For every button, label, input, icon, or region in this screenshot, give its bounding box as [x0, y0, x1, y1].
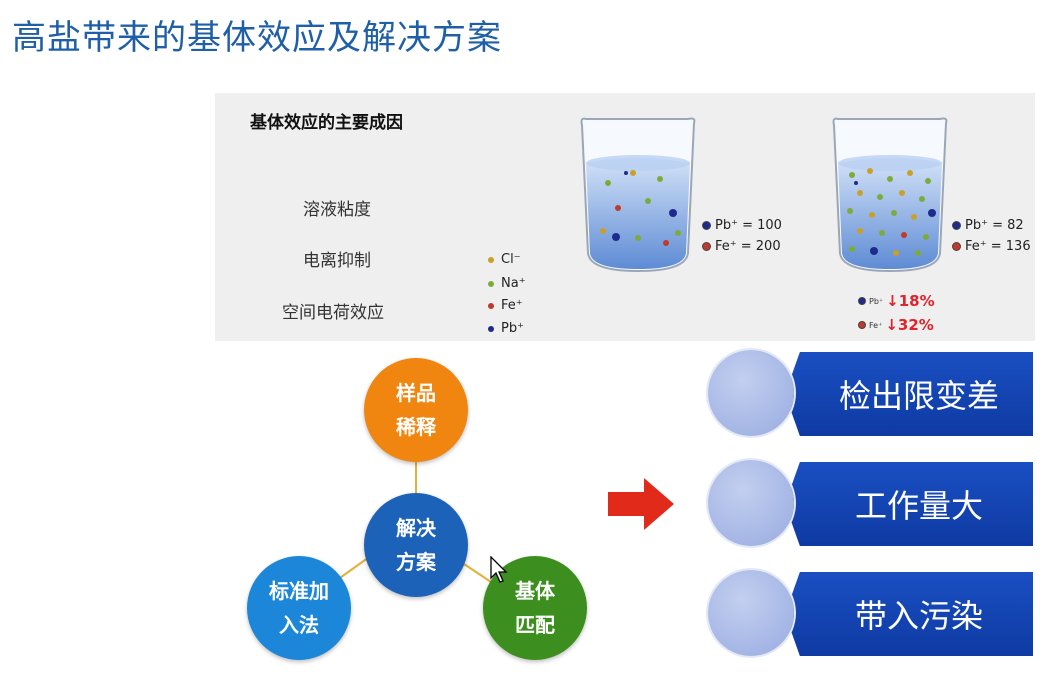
pb-ball-icon: [952, 221, 961, 230]
na-dot-icon: [488, 280, 494, 287]
mouse-cursor-icon: [490, 556, 508, 583]
pb-ball-icon: [702, 221, 711, 230]
diagram-node-solution: 解决方案: [364, 493, 468, 597]
legend-fe: Fe⁺: [488, 298, 523, 313]
fe-ball-icon: [702, 242, 711, 251]
arrow-right-icon: [608, 478, 674, 530]
diagram-node-sample-dilution: 样品稀释: [364, 358, 468, 462]
legend-pb: Pb⁺: [488, 321, 524, 336]
pb-ball-icon: [858, 297, 866, 305]
fe-reduction: Fe⁺ ↓32%: [858, 316, 934, 334]
cause-space-charge: 空间电荷效应: [282, 303, 384, 323]
panel-heading: 基体效应的主要成因: [250, 113, 403, 133]
beaker-right-fe-count: Fe⁺ = 136: [952, 239, 1031, 254]
fe-dot-icon: [488, 302, 494, 309]
beaker-right-icon: [832, 117, 948, 273]
page-title: 高盐带来的基体效应及解决方案: [12, 18, 502, 58]
cl-dot-icon: [488, 256, 494, 263]
fe-ball-icon: [858, 321, 866, 329]
problem-bubble-icon: [708, 570, 794, 656]
problem-bubble-icon: [708, 460, 794, 546]
pb-dot-icon: [488, 325, 494, 332]
beaker-left-icon: [580, 117, 696, 273]
beaker-left-pb-count: Pb⁺ = 100: [702, 218, 782, 233]
diagram-node-matrix-matching: 基体匹配: [483, 556, 587, 660]
fe-ball-icon: [952, 242, 961, 251]
diagram-node-standard-addition: 标准加入法: [247, 556, 351, 660]
problem-bubble-icon: [708, 350, 794, 436]
cause-viscosity: 溶液粘度: [303, 200, 371, 220]
beaker-right-pb-count: Pb⁺ = 82: [952, 218, 1024, 233]
legend-na: Na⁺: [488, 276, 526, 291]
cause-ionization-suppression: 电离抑制: [303, 251, 371, 271]
beaker-left-fe-count: Fe⁺ = 200: [702, 239, 781, 254]
problem-contamination: 带入污染: [785, 572, 1033, 656]
problem-detection-limit: 检出限变差: [785, 352, 1033, 436]
legend-cl: Cl⁻: [488, 252, 521, 267]
pb-reduction: Pb⁺ ↓18%: [858, 292, 935, 310]
problem-workload: 工作量大: [785, 462, 1033, 546]
